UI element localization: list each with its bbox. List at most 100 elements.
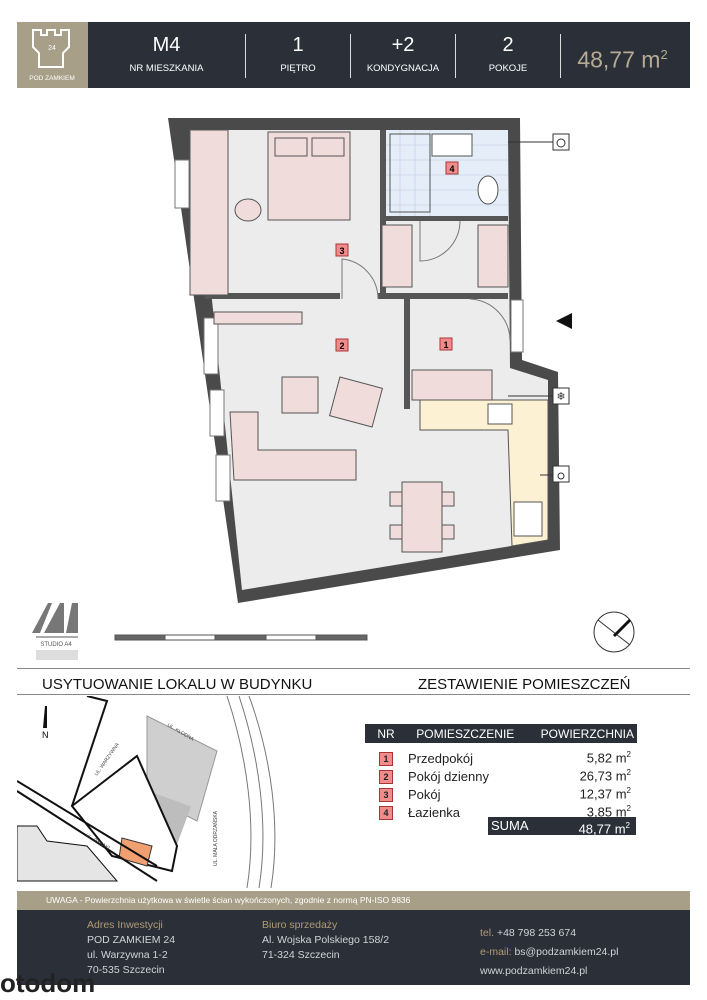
investment-address: Adres Inwestycji POD ZAMKIEM 24 ul. Warz… [87,918,175,978]
neighbor-block [17,825,119,882]
storey-number: +2 KONDYGNACJA [351,22,455,88]
otodom-watermark: otodom [0,968,96,998]
room-name: Pokój dzienny [408,768,489,784]
table-row: 1 Przedpokój 5,82 m2 [365,749,637,767]
wardrobe [381,224,413,288]
cooktop [513,501,543,537]
room-number-tag: 3 [379,788,393,802]
studio-a4-logo [32,603,78,660]
footer-note: UWAGA - Powierzchnia użytkowa w świetle … [17,891,690,910]
window [174,159,190,209]
studio-a4-text: STUDIO A4 [40,642,72,648]
pillow [311,137,345,157]
kitchen-sink [487,403,513,425]
location-title: USYTUOWANIE LOKALU W BUDYNKU [42,676,313,693]
tel-label: tel. [480,927,495,939]
address-line: ul. Warzywna 1-2 [87,949,168,961]
contact-info: tel. +48 798 253 674 e-mail: bs@podzamki… [480,924,618,981]
column-header: NR [377,726,395,741]
floor-label: PIĘTRO [280,63,316,74]
oven-icon [552,465,570,483]
divider [455,34,456,78]
room-area: 26,73 m [579,768,627,784]
website-link[interactable]: www.podzamkiem24.pl [480,965,588,977]
interior-wall [380,130,386,295]
floor-value: 1 [292,34,304,56]
interior-wall [205,293,340,299]
sum-value: 48,77 m [578,821,626,837]
divider [350,34,351,78]
chair [234,198,262,222]
total-area: 48,77 m2 [555,22,690,88]
door-swing [341,258,379,300]
rooms-value: 2 [502,34,514,56]
street-label: UL. MAŁA ODRZAŃSKA [212,810,219,866]
table-row: 4 Łazienka 3,85 m2 [365,803,637,821]
rooms-label: POKOJE [488,63,528,74]
unit-sup: 2 [626,786,631,796]
address-line: 71-324 Szczecin [262,949,340,961]
header-bar [17,22,690,88]
wardrobe [477,224,509,288]
tv-cabinet [213,311,303,325]
unit-sup: 2 [626,750,631,760]
room-number-tag: 4 [379,806,393,820]
sales-office: Biuro sprzedaży Al. Wojska Polskiego 158… [262,918,389,963]
rooms-count: 2 POKOJE [456,22,560,88]
email-label: e-mail: [480,946,512,958]
room-tag-2: 2 [339,341,344,351]
chair [441,491,455,507]
compass-icon [593,611,635,653]
email-link[interactable]: bs@podzamkiem24.pl [514,946,619,958]
window [203,317,219,375]
phone-link[interactable]: +48 798 253 674 [496,927,577,939]
svg-text:POD ZAMKIEM: POD ZAMKIEM [29,75,75,82]
pouf [281,376,319,414]
table-row: 2 Pokój dzienny 26,73 m2 [365,767,637,785]
room-tag-4: 4 [449,164,454,174]
room-tag-3: 3 [339,246,344,256]
neighbor-building [146,715,218,822]
interior-wall [404,299,410,409]
investment-title: Adres Inwestycji [87,919,163,931]
interior-wall [386,216,508,221]
area-unit-sup: 2 [660,47,668,62]
interior-wall [378,293,508,299]
room-area: 12,37 m [579,786,627,802]
rooms-table: NR POMIESZCZENIE POWIERZCHNIA 1 Przedpok… [365,724,637,821]
north-label: N [42,730,49,740]
storey-value: +2 [391,34,415,56]
footer: Adres Inwestycji POD ZAMKIEM 24 ul. Warz… [17,910,690,985]
site-map: UL. KŁODNA UL. WARZYWNA UL. RYBAKI UL. M… [17,696,276,888]
divider [17,694,690,695]
sales-title: Biuro sprzedaży [262,919,338,931]
apartment-label: NR MIESZKANIA [129,63,204,74]
entrance-arrow-icon [556,313,572,329]
rooms-table-title: ZESTAWIENIE POMIESZCZEŃ [418,676,631,693]
room-area: 5,82 m [586,750,627,766]
pod-zamkiem-logo: 24 POD ZAMKIEM [17,22,88,88]
wardrobe [411,369,493,401]
divider [17,668,690,669]
floor-plan: 4 3 2 1 ❄ STUDIO A4 [32,118,635,660]
room-number-tag: 2 [379,770,393,784]
chair [389,491,403,507]
room-name: Przedpokój [408,750,474,766]
scale-bar [114,634,368,641]
north-arrow-icon [43,706,47,728]
entrance-door [510,299,524,353]
outer-wall [168,118,560,603]
chair [389,524,403,540]
window [215,454,231,502]
door-swing [419,220,461,262]
storey-label: KONDYGNACJA [366,63,440,74]
divider [245,34,246,78]
area-value: 48,77 m [577,46,661,73]
sum-label: SUMA [491,818,529,833]
chair [441,524,455,540]
castle-icon: 24 POD ZAMKIEM [29,29,75,82]
address-line: Al. Wojska Polskiego 158/2 [262,934,390,946]
table-row: 3 Pokój 12,37 m2 [365,785,637,803]
unit-sup: 2 [625,821,630,830]
note-text: UWAGA - Powierzchnia użytkowa w świetle … [46,895,411,905]
